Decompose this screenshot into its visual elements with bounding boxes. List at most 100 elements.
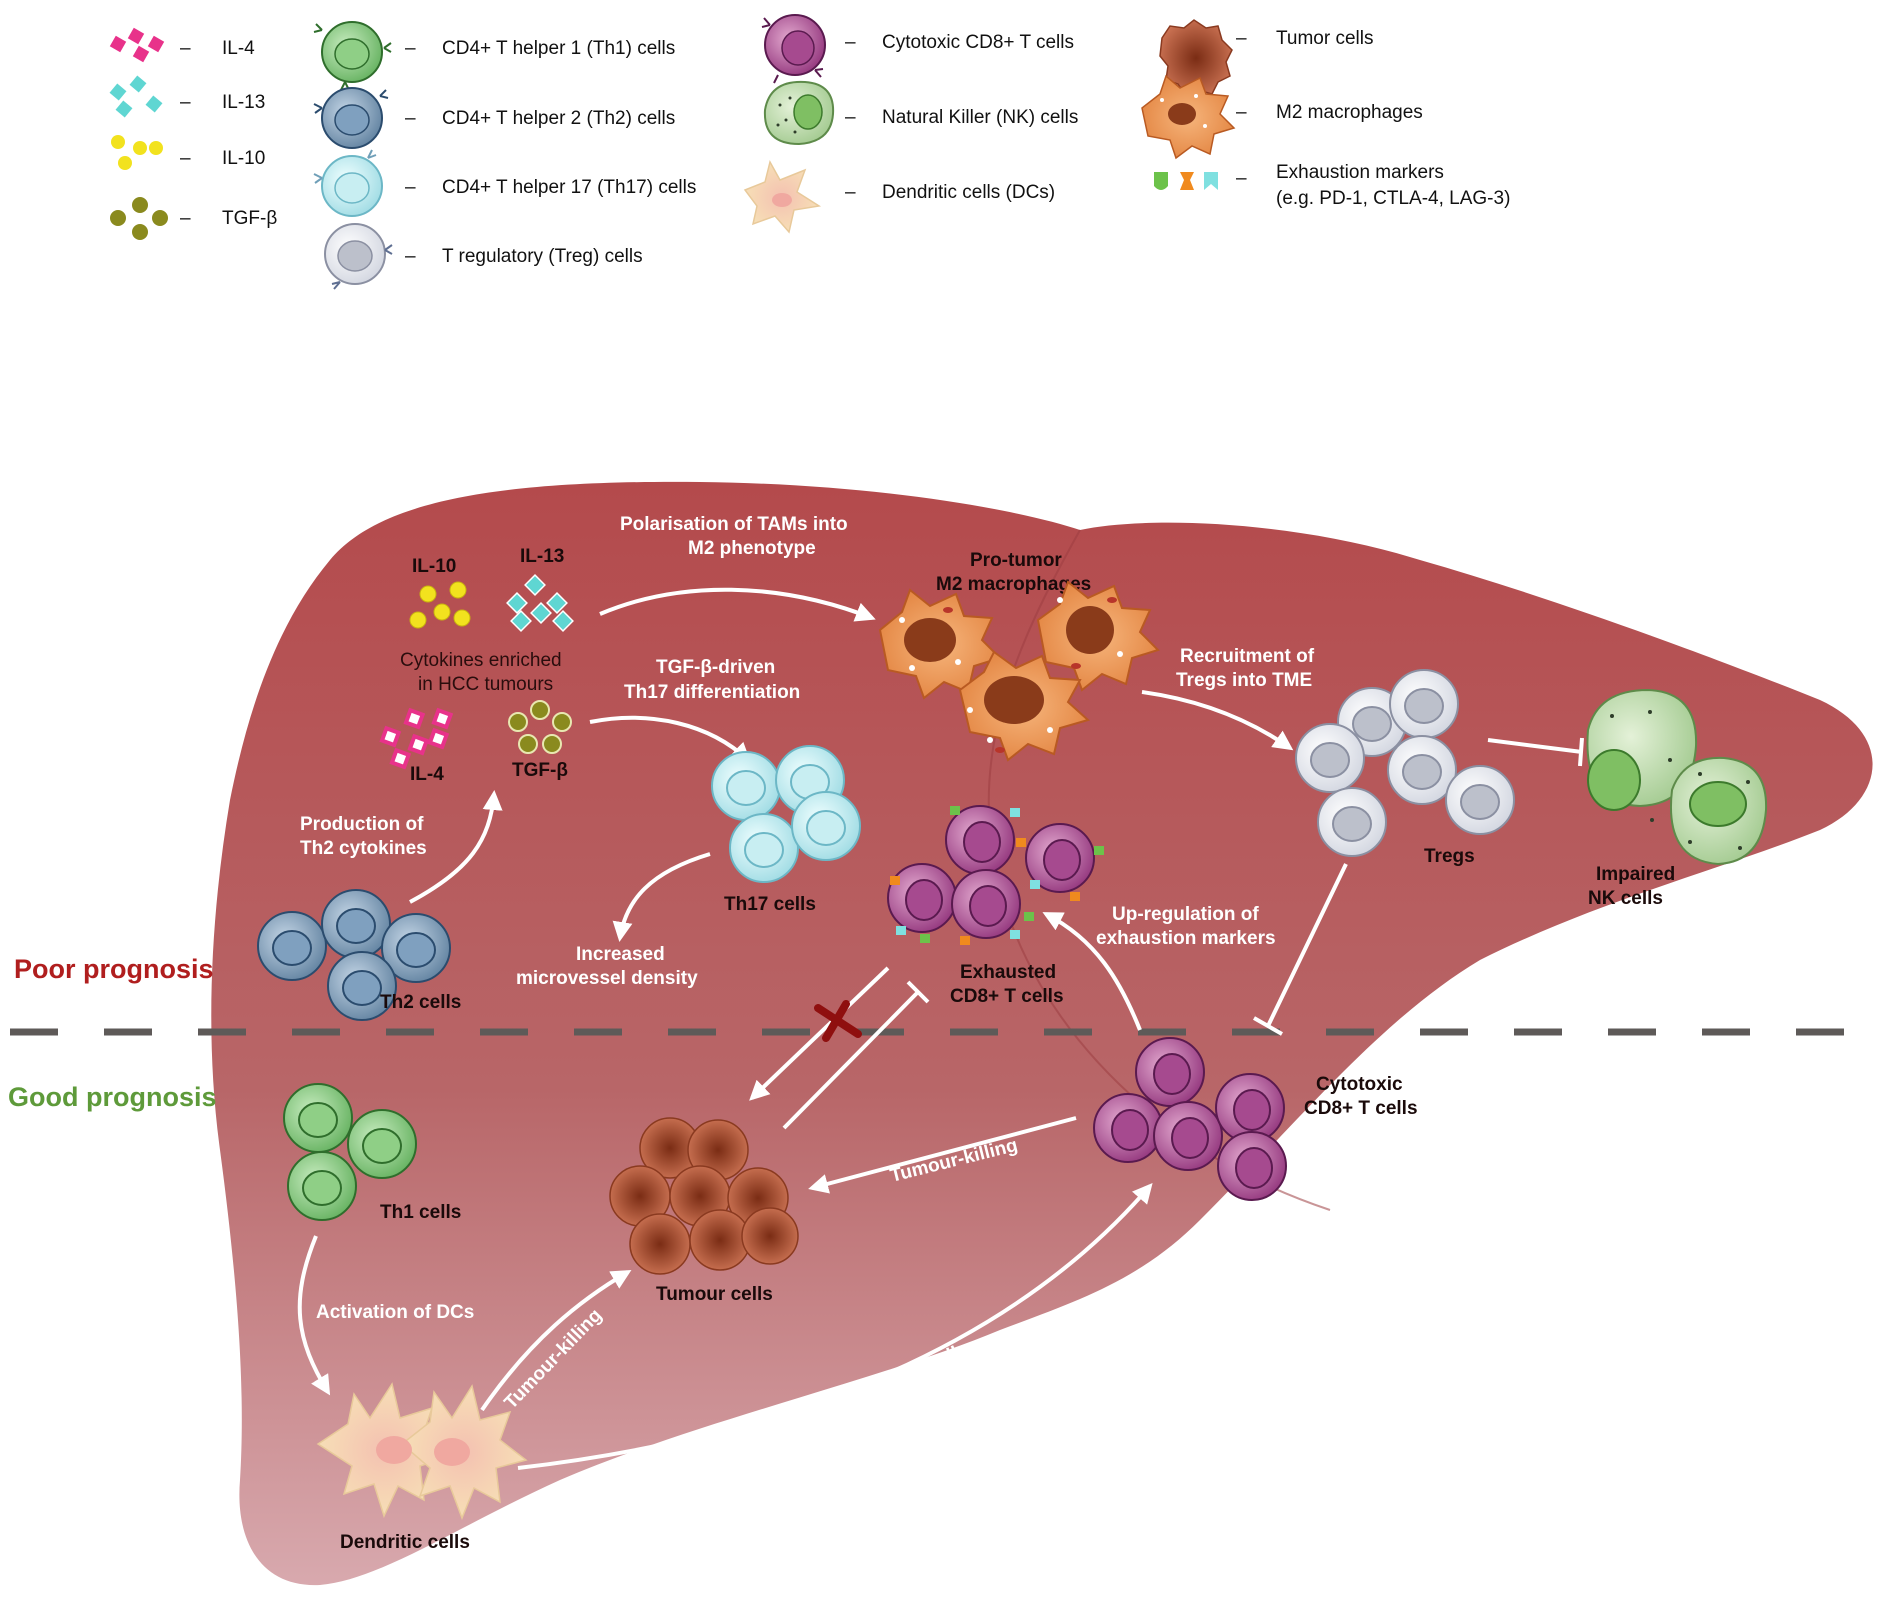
legend: – – – – IL-4 IL-13 IL-10 TGF-β – – — [109, 14, 1510, 290]
legend-il13-label: IL-13 — [222, 92, 265, 113]
upregulation-arrow — [1042, 912, 1142, 1031]
impaired-nk-label-line2: NK cells — [1588, 888, 1663, 909]
dc-legend-icon — [743, 159, 822, 234]
il10-cluster — [409, 581, 471, 629]
m2-macrophage-cluster — [878, 580, 1160, 762]
th17-cells-label: Th17 cells — [724, 894, 816, 915]
tgfb-label: TGF-β — [512, 760, 568, 781]
treg-legend-icon — [324, 223, 393, 290]
recruitment-label-line1: Recruitment of — [1180, 646, 1315, 667]
poor-prognosis-label: Poor prognosis — [14, 954, 214, 984]
exhaustion-markers — [890, 806, 1104, 945]
upregulation-label-line1: Up-regulation of — [1112, 904, 1259, 925]
th1-cluster — [283, 1083, 417, 1221]
exhausted-label-line2: CD8+ T cells — [950, 986, 1064, 1007]
tgfb-driven-label-line1: TGF-β-driven — [656, 657, 775, 678]
legend-dash: – — [405, 246, 416, 267]
legend-tgfb-label: TGF-β — [222, 208, 277, 229]
il10-label: IL-10 — [412, 556, 456, 577]
th17-legend-icon — [313, 149, 383, 217]
legend-m2-label: M2 macrophages — [1276, 102, 1423, 123]
legend-exhaustion-examples: (e.g. PD-1, CTLA-4, LAG-3) — [1276, 188, 1510, 209]
cytotoxic-cd8-cluster — [1093, 1037, 1287, 1201]
tumour-cells-label: Tumour cells — [656, 1284, 773, 1305]
cd8-killing-arrow — [808, 1116, 1077, 1194]
mvd-label-line1: Increased — [576, 944, 665, 965]
il4-legend-symbol — [109, 27, 165, 63]
il4-cluster — [379, 707, 454, 770]
mvd-arrow — [612, 852, 711, 942]
th17-cluster — [711, 745, 861, 883]
legend-treg-label: T regulatory (Treg) cells — [442, 246, 643, 267]
impaired-nk-cells — [1586, 688, 1768, 866]
th2-cells-label: Th2 cells — [380, 992, 461, 1013]
legend-th17-label: CD4+ T helper 17 (Th17) cells — [442, 177, 696, 198]
legend-th2-label: CD4+ T helper 2 (Th2) cells — [442, 108, 675, 129]
dendritic-cells-label: Dendritic cells — [340, 1532, 470, 1553]
legend-nk-label: Natural Killer (NK) cells — [882, 107, 1078, 128]
production-arrow — [409, 790, 503, 904]
cytokines-enriched-line2: in HCC tumours — [418, 674, 553, 695]
th1-legend-icon — [313, 21, 392, 91]
polarisation-arrow — [599, 587, 876, 622]
legend-dash: – — [845, 32, 856, 53]
m2-label-line2: M2 macrophages — [936, 574, 1091, 595]
legend-dash: – — [845, 107, 856, 128]
m2-label-line1: Pro-tumor — [970, 550, 1062, 571]
exhausted-label-line1: Exhausted — [960, 962, 1056, 983]
tregs-inhibit-nk — [1487, 737, 1584, 767]
tgfb-legend-symbol — [110, 197, 168, 240]
polarisation-label-line1: Polarisation of TAMs into — [620, 514, 848, 535]
cytokines-enriched-line1: Cytokines enriched — [400, 650, 562, 671]
th1-cells-label: Th1 cells — [380, 1202, 461, 1223]
m2-legend-icon — [1141, 74, 1236, 160]
il13-legend-symbol — [109, 75, 163, 118]
tregs-cluster — [1295, 669, 1515, 857]
activation-dcs-arrow — [297, 1235, 331, 1396]
legend-dash: – — [180, 38, 191, 59]
tumour-inhibits-cd8 — [782, 980, 930, 1130]
exhaustion-markers-legend-icon — [1154, 172, 1218, 190]
legend-dash: – — [405, 177, 416, 198]
legend-dash: – — [405, 108, 416, 129]
good-prognosis-label: Good prognosis — [8, 1082, 217, 1112]
il10-legend-symbol — [111, 135, 163, 170]
il13-cluster — [506, 574, 574, 632]
tgfb-cluster — [508, 700, 572, 754]
blocked-x-mark — [814, 1000, 862, 1042]
exhausted-cd8-cluster — [887, 805, 1095, 939]
dendritic-cells-cluster — [316, 1382, 528, 1521]
mvd-label-line2: microvessel density — [516, 968, 698, 989]
legend-tumor-label: Tumor cells — [1276, 28, 1373, 49]
activation-dcs-label: Activation of DCs — [316, 1302, 474, 1323]
production-label-line2: Th2 cytokines — [300, 838, 427, 859]
legend-il4-label: IL-4 — [222, 38, 255, 59]
legend-dash: – — [180, 208, 191, 229]
liver-shape — [211, 481, 1873, 1586]
legend-dc-label: Dendritic cells (DCs) — [882, 182, 1055, 203]
impaired-nk-label-line1: Impaired — [1596, 864, 1675, 885]
tregs-inhibit-cd8 — [1253, 863, 1348, 1036]
legend-dash: – — [1236, 168, 1247, 189]
th2-legend-icon — [313, 87, 389, 149]
cytotoxic-label-line2: CD8+ T cells — [1304, 1098, 1418, 1119]
polarisation-label-line2: M2 phenotype — [688, 538, 816, 559]
cytotoxic-label-line1: Cytotoxic — [1316, 1074, 1403, 1095]
legend-dash: – — [180, 148, 191, 169]
blocked-killing-arrow — [749, 966, 890, 1101]
recruitment-label-line2: Tregs into TME — [1176, 670, 1312, 691]
dc-killing-arrow — [480, 1269, 632, 1412]
il4-label: IL-4 — [410, 764, 444, 785]
dc-activation-cd8-arrow — [517, 1182, 1153, 1470]
upregulation-label-line2: exhaustion markers — [1096, 928, 1276, 949]
legend-dash: – — [845, 182, 856, 203]
legend-il10-label: IL-10 — [222, 148, 265, 169]
tgfb-driven-arrow — [589, 715, 751, 763]
tumour-cells-cluster — [609, 1117, 799, 1275]
nk-legend-icon — [763, 80, 835, 146]
il13-label: IL-13 — [520, 546, 564, 567]
legend-dash: – — [1236, 102, 1247, 123]
cd8-legend-icon — [761, 14, 826, 84]
legend-exhaustion-label: Exhaustion markers — [1276, 162, 1444, 183]
